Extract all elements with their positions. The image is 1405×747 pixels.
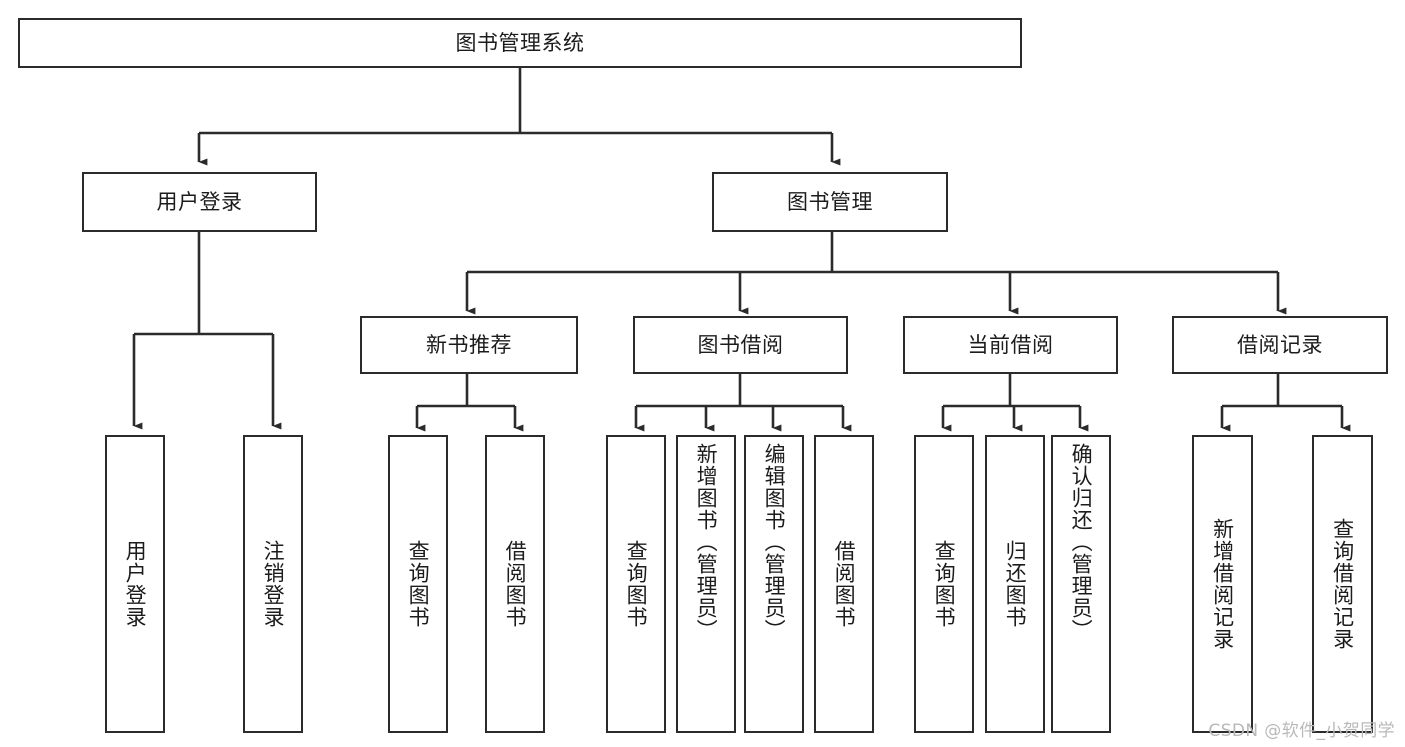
leaf-new-book-query-book-label: 查询图书	[406, 540, 431, 628]
node-new-book-recommend[interactable]: 新书推荐	[360, 316, 578, 374]
leaf-book-borrow-add-book-label: 新增图书（管理员）	[694, 443, 719, 641]
node-root-book-management-system[interactable]: 图书管理系统	[18, 18, 1022, 68]
leaf-new-book-borrow-book[interactable]: 借阅图书	[485, 435, 545, 733]
leaf-user-login-logout-label: 注销登录	[261, 540, 286, 628]
leaf-borrow-record-query-label: 查询借阅记录	[1330, 518, 1355, 650]
leaf-user-login-login[interactable]: 用户登录	[105, 435, 165, 733]
node-book-borrow[interactable]: 图书借阅	[633, 316, 848, 374]
node-book-management-label: 图书管理	[787, 189, 873, 214]
leaf-user-login-logout[interactable]: 注销登录	[243, 435, 303, 733]
leaf-current-borrow-query-book-label: 查询图书	[932, 540, 957, 628]
node-current-borrow-label: 当前借阅	[967, 332, 1054, 357]
leaf-new-book-borrow-book-label: 借阅图书	[503, 540, 528, 628]
node-new-book-recommend-label: 新书推荐	[426, 332, 512, 357]
leaf-book-borrow-query-book-label: 查询图书	[624, 540, 649, 628]
leaf-borrow-record-query[interactable]: 查询借阅记录	[1312, 435, 1373, 733]
leaf-book-borrow-borrow-book-label: 借阅图书	[832, 540, 857, 628]
leaf-user-login-login-label: 用户登录	[123, 540, 148, 628]
leaf-current-borrow-confirm-return[interactable]: 确认归还（管理员）	[1051, 435, 1111, 733]
leaf-book-borrow-add-book[interactable]: 新增图书（管理员）	[676, 435, 736, 733]
leaf-book-borrow-query-book[interactable]: 查询图书	[606, 435, 666, 733]
node-user-login[interactable]: 用户登录	[82, 172, 317, 232]
leaf-borrow-record-add-label: 新增借阅记录	[1210, 518, 1235, 650]
node-root-label: 图书管理系统	[455, 30, 585, 55]
leaf-book-borrow-edit-book-label: 编辑图书（管理员）	[762, 443, 787, 641]
node-book-borrow-label: 图书借阅	[697, 332, 784, 357]
node-book-management[interactable]: 图书管理	[712, 172, 948, 232]
node-user-login-label: 用户登录	[156, 189, 243, 214]
leaf-current-borrow-return-book-label: 归还图书	[1003, 540, 1028, 628]
node-borrow-record[interactable]: 借阅记录	[1172, 316, 1388, 374]
node-current-borrow[interactable]: 当前借阅	[903, 316, 1118, 374]
leaf-book-borrow-edit-book[interactable]: 编辑图书（管理员）	[744, 435, 804, 733]
leaf-borrow-record-add[interactable]: 新增借阅记录	[1192, 435, 1253, 733]
leaf-current-borrow-confirm-return-label: 确认归还（管理员）	[1069, 443, 1094, 641]
leaf-book-borrow-borrow-book[interactable]: 借阅图书	[814, 435, 874, 733]
leaf-new-book-query-book[interactable]: 查询图书	[388, 435, 448, 733]
node-borrow-record-label: 借阅记录	[1237, 332, 1323, 357]
leaf-current-borrow-query-book[interactable]: 查询图书	[914, 435, 974, 733]
leaf-current-borrow-return-book[interactable]: 归还图书	[985, 435, 1045, 733]
